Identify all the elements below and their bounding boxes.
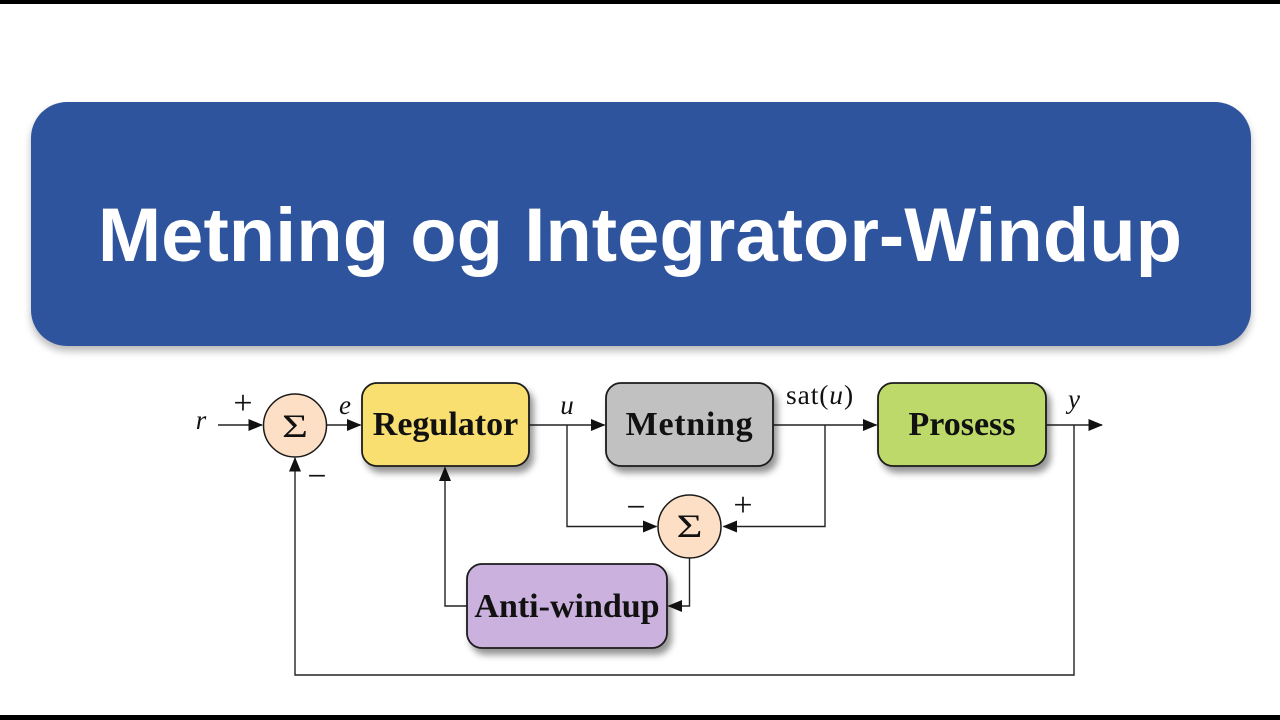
svg-text:+: +: [733, 487, 752, 524]
svg-text:Prosess: Prosess: [908, 406, 1015, 443]
svg-text:u: u: [560, 390, 574, 420]
svg-text:r: r: [196, 405, 207, 435]
svg-text:Anti-windup: Anti-windup: [474, 588, 659, 625]
svg-text:sat(u): sat(u): [786, 379, 854, 410]
svg-text:Metning: Metning: [626, 406, 754, 443]
svg-text:Σ: Σ: [282, 409, 308, 445]
svg-text:e: e: [339, 390, 351, 420]
svg-text:Regulator: Regulator: [373, 406, 518, 443]
svg-text:−: −: [626, 489, 645, 526]
svg-text:Σ: Σ: [677, 509, 703, 545]
svg-text:−: −: [307, 458, 326, 495]
svg-text:y: y: [1065, 384, 1080, 414]
svg-text:+: +: [233, 385, 252, 422]
